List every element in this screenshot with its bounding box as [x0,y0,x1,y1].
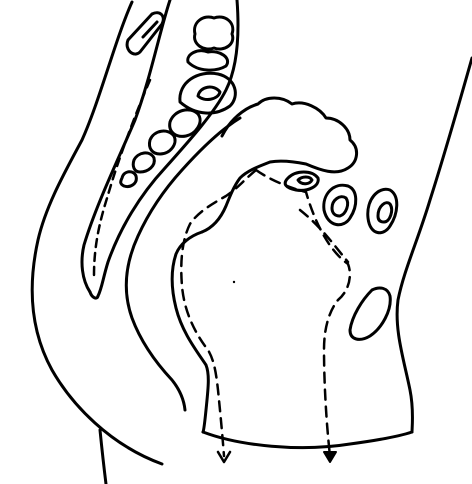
buttock-fold-line [100,430,106,484]
bowel-loop-2 [324,185,356,224]
sacrum-posterior-contour [82,0,170,292]
anterior-abdominal-wall [397,58,472,432]
anterior-arrow-down [324,452,336,462]
bowel-loop-1-inner [298,177,312,184]
pubic-region [350,288,390,339]
vertebra-1 [127,13,163,54]
sacral-segment-3 [133,153,154,172]
vertebra-1-body-right [195,17,233,49]
sacrum-anterior-contour [98,0,238,296]
back-buttock-outline [32,2,162,464]
bowel-loop-3-inner [378,203,392,222]
sacral-segment-2 [149,131,175,154]
vertebra-2-inner [198,87,220,99]
spinal-canal-dashed [94,80,150,275]
bowel-loop-3 [368,189,397,232]
upper-dashed-link [300,210,348,262]
sacral-segment-4 [121,172,137,187]
anterior-dashed-outline [256,170,350,456]
vertebra-1-marrow [143,22,157,37]
bladder-dashed-outline [181,170,256,456]
posterior-arrow-down [218,452,230,462]
bowel-loop-2-inner [332,197,348,216]
uterus-outline [172,232,208,432]
vertebra-2 [180,73,235,113]
bowel-upper-contour [202,98,357,232]
rectum-posterior-wall [126,118,240,410]
vertebra-3 [188,51,228,70]
coccyx-tip [90,292,98,298]
sacral-segment-1 [170,110,200,137]
perineum-floor [203,432,412,448]
center-dot [232,280,236,284]
